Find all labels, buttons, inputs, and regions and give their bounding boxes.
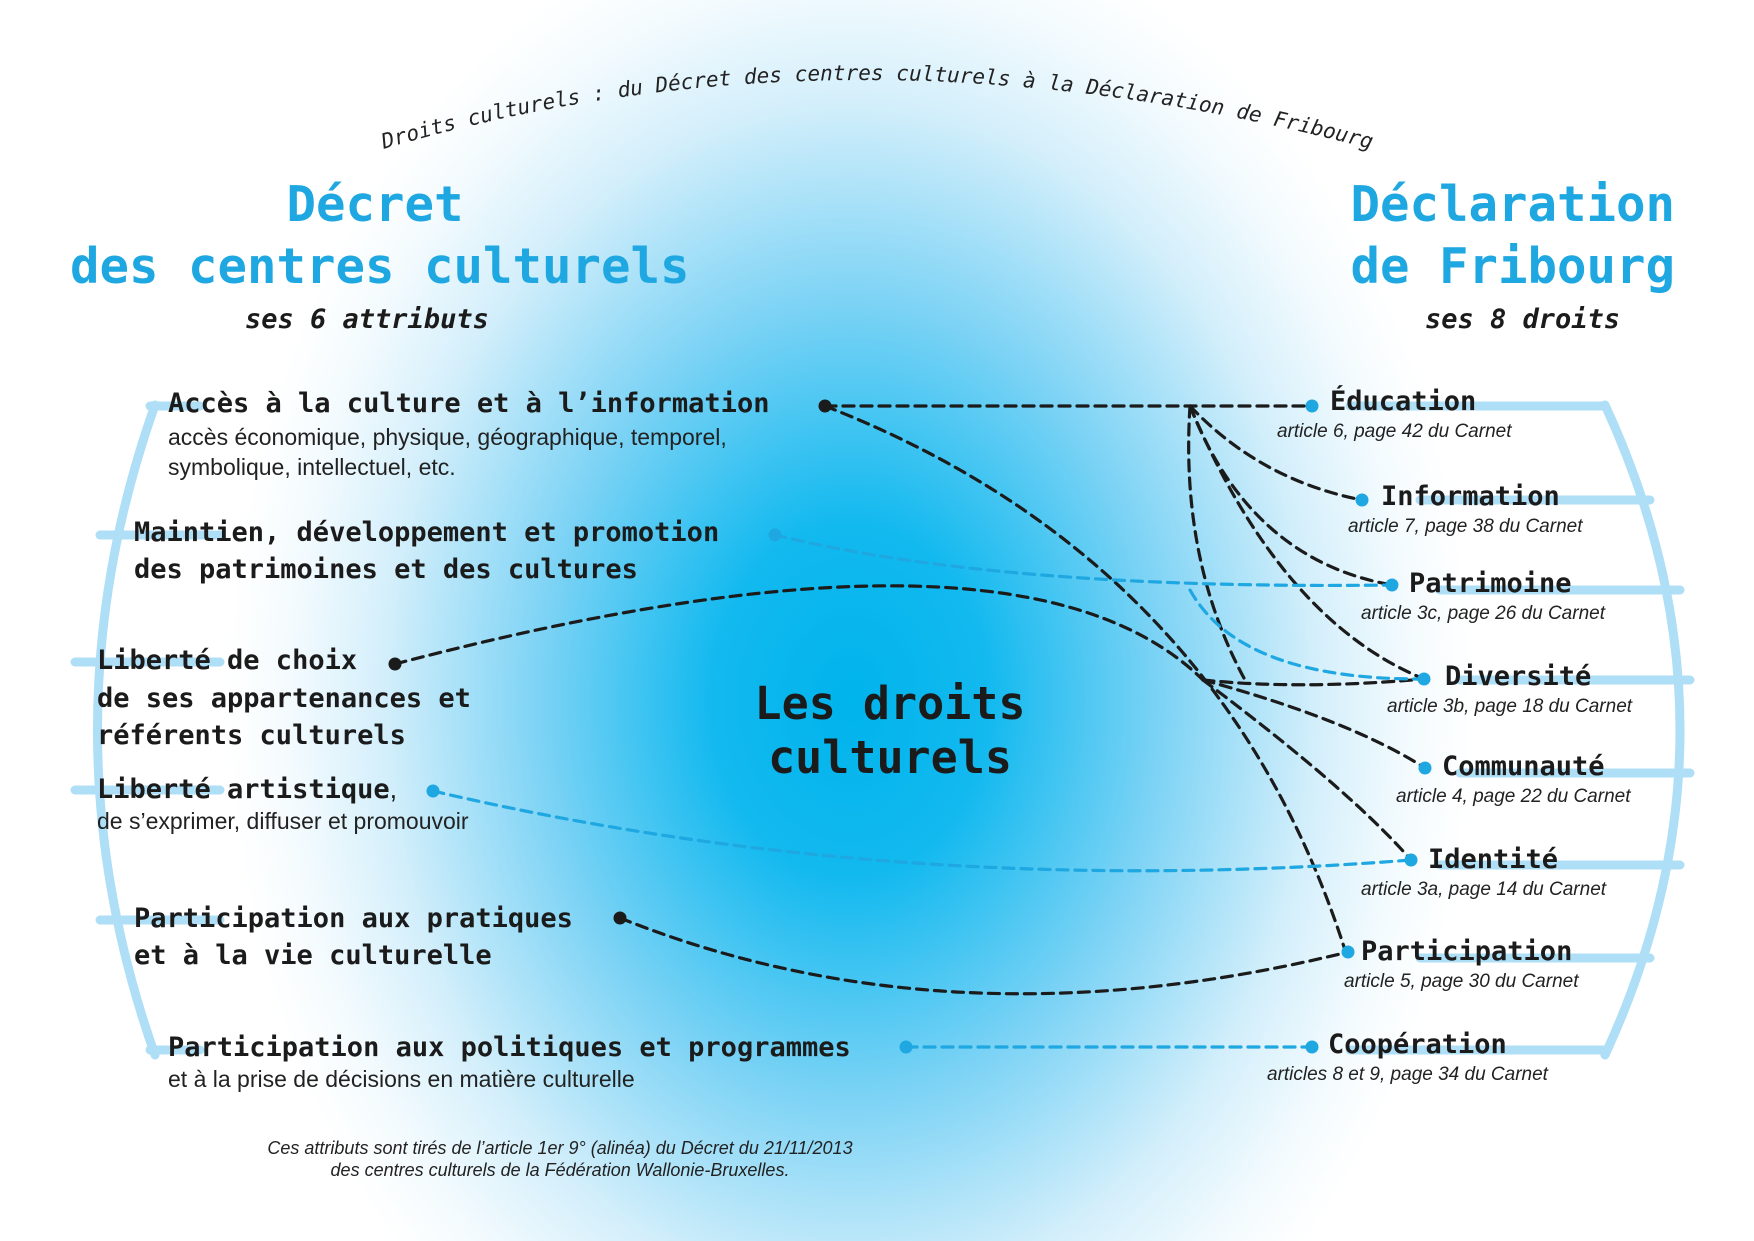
attribute-choice-title-1: Liberté de choix xyxy=(97,645,358,676)
right-subtitle: ses 8 droits xyxy=(1425,304,1621,335)
dot-right-6 xyxy=(1341,945,1355,959)
right-participation-title: Participation xyxy=(1361,936,1573,967)
right-heading-line1: Déclaration xyxy=(1350,176,1675,233)
right-heritage-ref: article 3c, page 26 du Carnet xyxy=(1361,603,1605,624)
attribute-access-desc-2: symbolique, intellectuel, etc. xyxy=(168,454,456,480)
attribute-policy-desc: et à la prise de décisions en matière cu… xyxy=(168,1066,635,1092)
right-participation-ref: article 5, page 30 du Carnet xyxy=(1344,971,1579,992)
link-practice-participation xyxy=(618,916,1350,996)
link-artistic-identity xyxy=(431,789,1413,873)
footnote: Ces attributs sont tirés de l’article 1e… xyxy=(190,1137,930,1181)
dot-left-dark-2 xyxy=(613,911,627,925)
center-title-line2: culturels xyxy=(768,731,1012,784)
right-diversity-title: Diversité xyxy=(1445,661,1592,692)
item-bars xyxy=(70,401,1695,1055)
link-choice-diversity xyxy=(393,584,1205,682)
link-access-diversity-branch xyxy=(1187,404,1247,682)
attribute-artistic-title-suffix: , xyxy=(389,774,398,804)
center-title-line1: Les droits xyxy=(754,677,1026,730)
right-community-ref: article 4, page 22 du Carnet xyxy=(1396,786,1631,807)
right-heading: Déclaration de Fribourg xyxy=(1350,174,1710,298)
dot-right-3 xyxy=(1417,672,1431,686)
dot-right-2 xyxy=(1385,578,1399,592)
link-choice-community xyxy=(1201,678,1427,770)
right-heading-line2: de Fribourg xyxy=(1350,238,1675,295)
attribute-heritage-title-2: des patrimoines et des cultures xyxy=(134,554,638,585)
dot-left-dark-1 xyxy=(388,657,402,671)
attribute-artistic-desc: de s’exprimer, diffuser et promouvoir xyxy=(97,808,469,834)
right-heritage-title: Patrimoine xyxy=(1409,568,1572,599)
footnote-line2: des centres culturels de la Fédération W… xyxy=(330,1160,790,1180)
dot-right-0 xyxy=(1305,399,1319,413)
right-cooperation-ref: articles 8 et 9, page 34 du Carnet xyxy=(1267,1064,1548,1085)
left-bracket-arc xyxy=(93,400,160,1060)
right-identity-title: Identité xyxy=(1428,844,1559,875)
dot-left-blue-0 xyxy=(768,528,782,542)
link-access-participation xyxy=(823,404,1347,952)
dot-right-4 xyxy=(1418,761,1432,775)
right-education-title: Éducation xyxy=(1330,386,1477,417)
left-heading: Décret des centres culturels xyxy=(70,174,690,298)
attribute-access-desc-1: accès économique, physique, géographique… xyxy=(168,424,727,450)
attribute-practice-title-1: Participation aux pratiques xyxy=(134,903,573,934)
link-access-information xyxy=(1188,404,1364,502)
connection-dots xyxy=(388,399,1432,1054)
dot-right-1 xyxy=(1355,493,1369,507)
attribute-choice-title-3: référents culturels xyxy=(97,720,406,751)
link-choice-identity xyxy=(1201,678,1413,862)
attribute-practice-title-2: et à la vie culturelle xyxy=(134,940,492,971)
dot-left-dark-0 xyxy=(818,399,832,413)
dot-left-blue-2 xyxy=(899,1040,913,1054)
left-heading-line1: Décret xyxy=(286,176,464,233)
attribute-choice-title-2: de ses appartenances et xyxy=(97,683,471,714)
dot-left-blue-1 xyxy=(426,784,440,798)
link-heritage-diversity xyxy=(1188,588,1426,681)
right-education-ref: article 6, page 42 du Carnet xyxy=(1277,421,1512,442)
attribute-policy-title: Participation aux politiques et programm… xyxy=(168,1032,851,1063)
link-heritage-heritage xyxy=(773,533,1394,588)
center-title: Les droits culturels xyxy=(690,677,1090,785)
right-identity-ref: article 3a, page 14 du Carnet xyxy=(1361,879,1607,900)
connection-lines xyxy=(393,404,1427,1049)
right-cooperation-title: Coopération xyxy=(1328,1029,1507,1060)
dot-right-7 xyxy=(1305,1040,1319,1054)
link-choice-diversity-join xyxy=(1201,677,1426,687)
link-access-diversity xyxy=(1188,404,1426,681)
right-diversity-ref: article 3b, page 18 du Carnet xyxy=(1387,696,1633,717)
left-subtitle: ses 6 attributs xyxy=(245,304,489,335)
attribute-artistic-title-row: Liberté artistique, xyxy=(97,771,397,808)
left-heading-line2: des centres culturels xyxy=(70,238,690,295)
attribute-artistic-title: Liberté artistique xyxy=(97,774,390,805)
attribute-access-title: Accès à la culture et à l’information xyxy=(168,388,770,419)
right-information-title: Information xyxy=(1381,481,1560,512)
right-community-title: Communauté xyxy=(1442,751,1605,782)
right-information-ref: article 7, page 38 du Carnet xyxy=(1348,516,1583,537)
footnote-line1: Ces attributs sont tirés de l’article 1e… xyxy=(267,1138,853,1158)
attribute-heritage-title-1: Maintien, développement et promotion xyxy=(134,517,720,548)
dot-right-5 xyxy=(1404,853,1418,867)
